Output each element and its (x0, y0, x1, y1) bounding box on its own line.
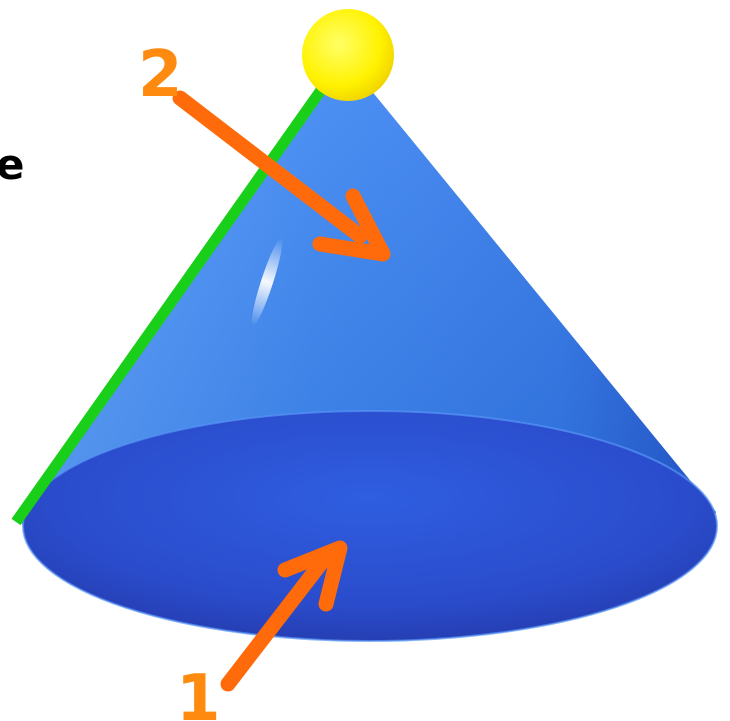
callout-number-2: 2 (138, 38, 183, 112)
apex-dot (302, 9, 394, 101)
slant-height-line (11, 62, 343, 526)
surface-glint (251, 238, 283, 326)
clipped-label-text: e (0, 140, 25, 189)
arrow-base (220, 540, 348, 692)
callout-number-1: 1 (176, 662, 221, 721)
cone-base-rim (22, 410, 718, 642)
cone-base (23, 411, 717, 641)
arrow-lateral-surface (172, 90, 391, 262)
